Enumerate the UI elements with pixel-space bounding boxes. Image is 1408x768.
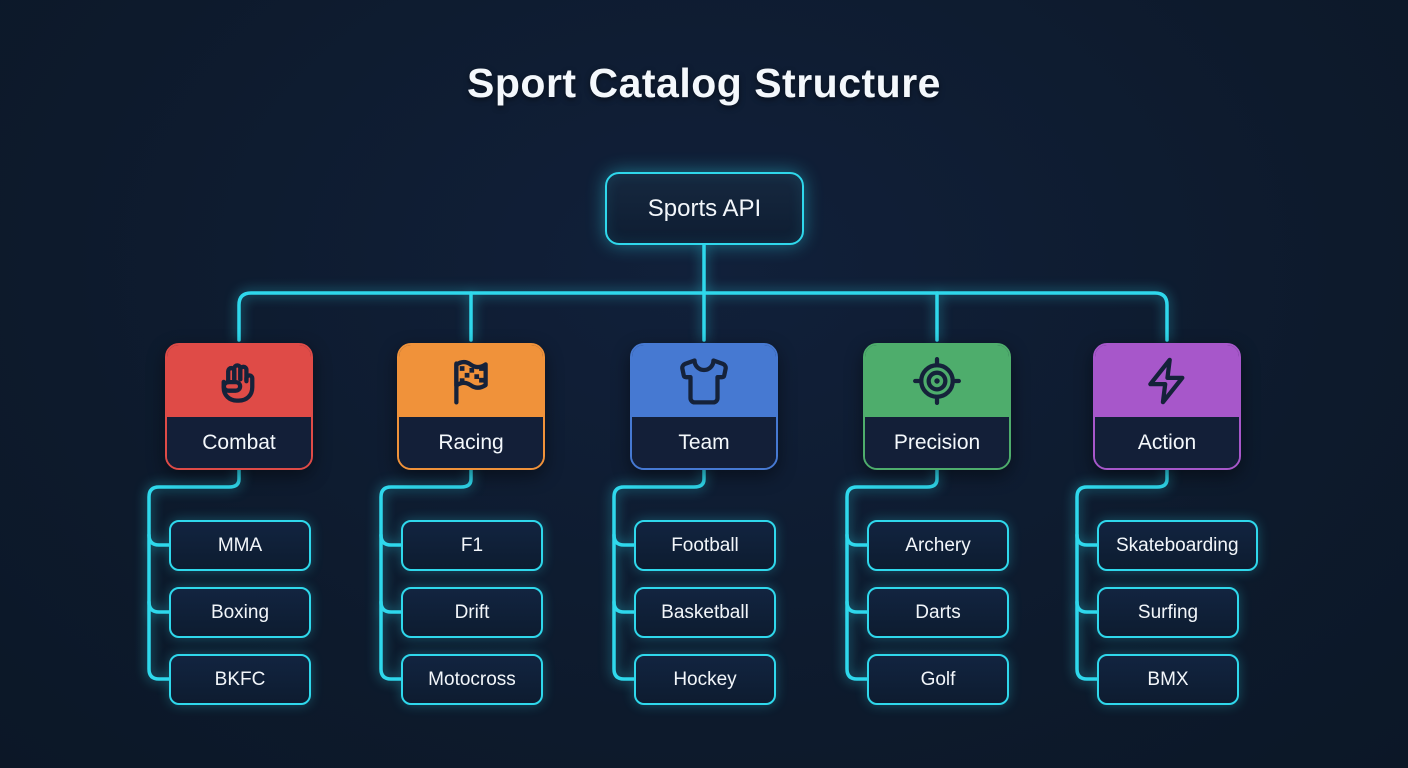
page-title: Sport Catalog Structure [467, 60, 941, 106]
leaf-boxing: Boxing [169, 587, 311, 638]
category-icon-panel [1095, 345, 1239, 417]
leaf-label: Surfing [1137, 601, 1199, 623]
leaf-label: Archery [905, 534, 971, 556]
leaf-label: Football [671, 534, 739, 556]
leaf-bmx: BMX [1097, 654, 1239, 705]
leaf-golf: Golf [867, 654, 1009, 705]
category-icon-panel [632, 345, 776, 417]
leaf-label: Boxing [210, 601, 270, 623]
leaf-drift: Drift [401, 587, 543, 638]
leaf-label: Golf [920, 668, 956, 690]
leaf-motocross: Motocross [401, 654, 543, 705]
leaf-label: Drift [454, 601, 490, 623]
leaf-label: Basketball [661, 601, 749, 623]
lightning-icon [1148, 357, 1185, 405]
target-icon [913, 357, 961, 405]
leaf-skateboarding: Skateboarding [1097, 520, 1258, 571]
leaf-hockey: Hockey [634, 654, 776, 705]
leaf-football: Football [634, 520, 776, 571]
category-icon-panel [167, 345, 311, 417]
category-icon-panel [865, 345, 1009, 417]
category-label: Action [1095, 417, 1239, 468]
connector-group [147, 243, 1169, 681]
tshirt-icon [680, 358, 728, 405]
leaf-label: Hockey [673, 668, 737, 690]
category-combat: Combat [165, 343, 313, 470]
leaf-label: BKFC [214, 668, 266, 690]
category-action: Action [1093, 343, 1241, 470]
leaf-bkfc: BKFC [169, 654, 311, 705]
leaf-label: Darts [915, 601, 961, 623]
fist-icon [221, 363, 255, 403]
category-label: Combat [167, 417, 311, 468]
root-label: Sports API [647, 194, 762, 222]
category-icon-panel [399, 345, 543, 417]
leaf-label: F1 [460, 534, 484, 556]
leaf-surfing: Surfing [1097, 587, 1239, 638]
category-racing: Racing [397, 343, 545, 470]
leaf-mma: MMA [169, 520, 311, 571]
node-sports-api: Sports API [605, 172, 804, 245]
checkered-flag-icon [454, 359, 488, 405]
leaf-label: Skateboarding [1116, 534, 1239, 556]
category-label: Precision [865, 417, 1009, 468]
leaf-basketball: Basketball [634, 587, 776, 638]
category-precision: Precision [863, 343, 1011, 470]
leaf-archery: Archery [867, 520, 1009, 571]
category-label: Team [632, 417, 776, 468]
leaf-label: BMX [1147, 668, 1189, 690]
leaf-f1: F1 [401, 520, 543, 571]
leaf-label: Motocross [428, 668, 516, 690]
leaf-darts: Darts [867, 587, 1009, 638]
category-label: Racing [399, 417, 543, 468]
category-team: Team [630, 343, 778, 470]
leaf-label: MMA [217, 534, 263, 556]
